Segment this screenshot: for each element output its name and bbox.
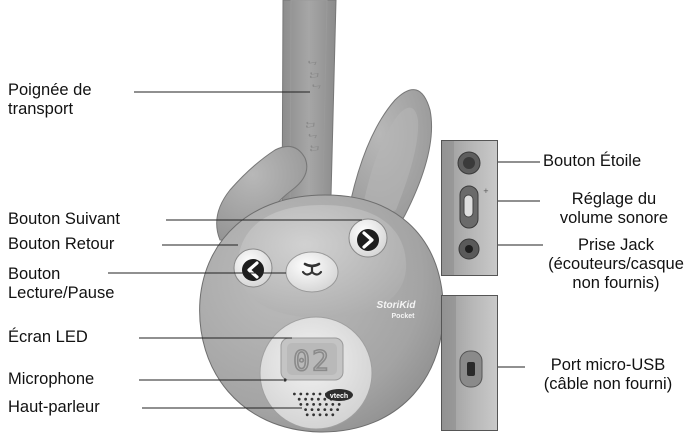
speaker-hole — [317, 397, 320, 401]
speaker-hole — [323, 397, 327, 401]
play-pause-button-nose[interactable] — [285, 251, 339, 293]
svg-text:+: + — [483, 187, 489, 195]
label-star-button: Bouton Étoile — [543, 152, 642, 170]
maker-badge: vtech — [325, 389, 353, 401]
led-screen: 02 — [280, 337, 344, 381]
speaker-hole — [318, 403, 322, 406]
side-buttons-inset: + — [441, 140, 498, 276]
label-headphone-jack: Prise Jack (écouteurs/casque non fournis… — [548, 236, 684, 292]
speaker-hole — [331, 413, 335, 417]
svg-text:♪ ♫ ♪: ♪ ♫ ♪ — [305, 58, 323, 91]
speaker-hole — [299, 403, 303, 406]
svg-text:♫ ♪ ♫: ♫ ♪ ♫ — [303, 118, 322, 153]
label-play-button: Bouton Lecture/Pause — [8, 265, 115, 302]
speaker-hole — [329, 408, 333, 411]
maker-badge-text: vtech — [330, 393, 348, 400]
label-back-button: Bouton Retour — [8, 235, 115, 253]
speaker-hole — [312, 413, 315, 417]
speaker-hole — [297, 397, 301, 401]
label-speaker: Haut-parleur — [8, 398, 100, 416]
speaker-hole — [304, 397, 307, 401]
speaker-hole — [336, 408, 339, 411]
speaker-hole — [331, 403, 335, 406]
left-ear — [216, 145, 308, 241]
label-carry-handle: Poignée de transport — [8, 81, 92, 118]
speaker-hole — [317, 408, 320, 411]
speaker-hole — [305, 413, 309, 417]
speaker-hole — [304, 408, 307, 411]
speaker-hole — [337, 403, 341, 406]
usb-port-inset — [441, 295, 498, 431]
speaker-hole — [318, 413, 322, 417]
back-button-eye[interactable] — [233, 248, 273, 288]
microphone-hole — [283, 378, 287, 382]
led-screen-digits: 02 — [293, 344, 331, 377]
brand-logo: StoriKid — [377, 300, 417, 311]
speaker-hole — [310, 397, 314, 401]
next-button-eye[interactable] — [348, 218, 388, 258]
speaker-hole — [325, 403, 328, 406]
label-next-button: Bouton Suivant — [8, 210, 120, 228]
leader-lines-left — [108, 91, 362, 409]
speaker-hole — [305, 392, 309, 396]
speaker-hole — [299, 392, 303, 396]
speaker-hole — [325, 413, 328, 417]
speaker-hole — [312, 403, 315, 406]
brand-sub: Pocket — [392, 313, 416, 320]
speaker-hole — [310, 408, 314, 411]
label-microphone: Microphone — [8, 370, 95, 388]
speaker-hole — [293, 392, 296, 396]
speaker-hole — [318, 392, 322, 396]
speaker-hole — [305, 403, 309, 406]
label-usb-port: Port micro-USB (câble non fourni) — [543, 356, 673, 393]
speaker-hole — [323, 408, 327, 411]
label-volume: Réglage du volume sonore — [559, 190, 669, 227]
label-led-screen: Écran LED — [8, 328, 88, 346]
speaker-hole — [312, 392, 315, 396]
